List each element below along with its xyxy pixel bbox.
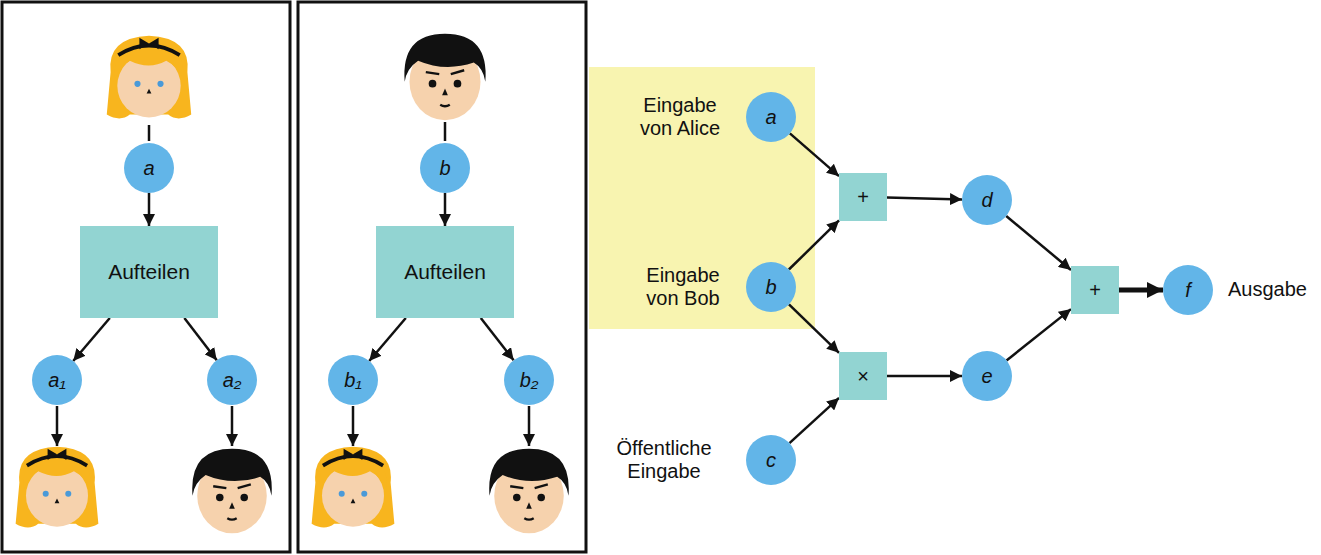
flow-arrow (369, 318, 406, 361)
input-highlight (589, 67, 815, 329)
input-label: Öffentliche Eingabe (608, 437, 720, 483)
operation-label: Aufteilen (404, 260, 486, 284)
value-circle: a₂ (207, 355, 257, 405)
value-circle: b (420, 143, 470, 193)
bob-face (489, 449, 569, 534)
flow-arrow (887, 375, 962, 378)
value-circle: a₁ (32, 355, 82, 405)
share-arrow (528, 406, 531, 446)
value-circle: c (746, 435, 796, 485)
value-circle: b₂ (504, 355, 554, 405)
flow-arrow (790, 133, 839, 176)
flow-arrow (184, 318, 216, 360)
value-name: a₁ (48, 369, 65, 392)
panel-frame (298, 2, 586, 552)
value-circle: b₁ (328, 355, 378, 405)
value-name: b₁ (344, 369, 361, 392)
value-name: c (766, 449, 776, 472)
flow-arrow (73, 318, 110, 361)
operation-box: Aufteilen (80, 226, 218, 318)
alice-face (107, 36, 191, 119)
operation-box: + (1071, 266, 1119, 314)
value-name: b (765, 276, 776, 299)
flow-arrow (1006, 216, 1071, 270)
value-circle: d (962, 175, 1012, 225)
bob-face (192, 449, 272, 534)
operation-box: + (839, 173, 887, 221)
value-name: a (765, 106, 776, 129)
flow-arrow (1119, 288, 1163, 293)
bob-face (404, 34, 485, 120)
flow-arrow (789, 220, 839, 269)
value-name: a₂ (223, 369, 242, 392)
operation-label: + (857, 186, 869, 209)
operation-box: Aufteilen (376, 226, 514, 318)
value-circle: a (746, 92, 796, 142)
value-name: e (981, 365, 992, 388)
value-name: f (1185, 279, 1191, 302)
flow-arrow (887, 198, 962, 200)
face-link (444, 122, 447, 141)
value-name: d (981, 189, 992, 212)
share-arrow (56, 406, 59, 446)
value-name: b₂ (520, 369, 539, 392)
operation-label: + (1089, 279, 1101, 302)
flow-arrow (789, 398, 839, 443)
value-circle: f (1163, 265, 1213, 315)
panel-frame (2, 2, 290, 552)
value-name: b (439, 157, 450, 180)
value-circle: b (746, 262, 796, 312)
flow-arrow (1007, 309, 1071, 360)
input-label: Ausgabe (1228, 278, 1318, 301)
share-arrow (352, 406, 355, 446)
value-circle: a (124, 143, 174, 193)
value-circle: e (962, 351, 1012, 401)
input-label: Eingabe von Bob (633, 264, 733, 310)
alice-face (312, 447, 395, 528)
value-name: a (143, 157, 154, 180)
face-link (148, 125, 151, 141)
operation-label: × (857, 365, 869, 388)
flow-arrow (789, 304, 839, 352)
operation-label: Aufteilen (108, 260, 190, 284)
flow-arrow (444, 193, 447, 226)
share-arrow (231, 406, 234, 446)
flow-arrow (148, 193, 151, 226)
input-label: Eingabe von Alice (630, 94, 730, 140)
alice-face (16, 447, 99, 528)
flow-arrow (481, 318, 514, 360)
operation-box: × (839, 352, 887, 400)
